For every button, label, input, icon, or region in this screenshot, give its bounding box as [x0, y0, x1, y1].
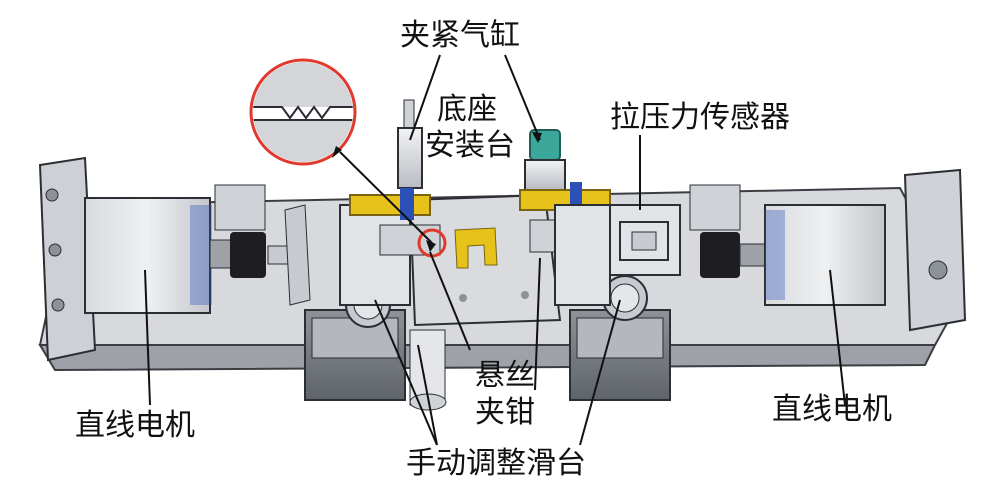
label-base-mount-line2: 安装台	[425, 128, 515, 163]
thread-detail-icon	[249, 58, 357, 166]
leader-lines	[144, 54, 846, 446]
inset-leader	[339, 151, 433, 244]
label-tension-sensor: 拉压力传感器	[610, 100, 790, 135]
label-base-mount-line1: 底座	[437, 92, 497, 127]
label-wire-clamp-line2: 夹钳	[475, 395, 535, 430]
label-manual-slide: 手动调整滑台	[406, 446, 586, 481]
leader-arrows	[332, 132, 542, 252]
tension-sensor	[604, 204, 681, 276]
label-linear-motor-left: 直线电机	[75, 408, 195, 443]
right-slide-stage	[554, 204, 671, 401]
clamp-cylinder	[349, 99, 441, 256]
label-wire-clamp-line1: 悬丝	[475, 358, 535, 393]
label-clamp-cylinder: 夹紧气缸	[400, 18, 520, 53]
label-linear-motor-right: 直线电机	[772, 392, 892, 427]
left-motor	[38, 156, 311, 362]
right-motor	[689, 168, 967, 332]
